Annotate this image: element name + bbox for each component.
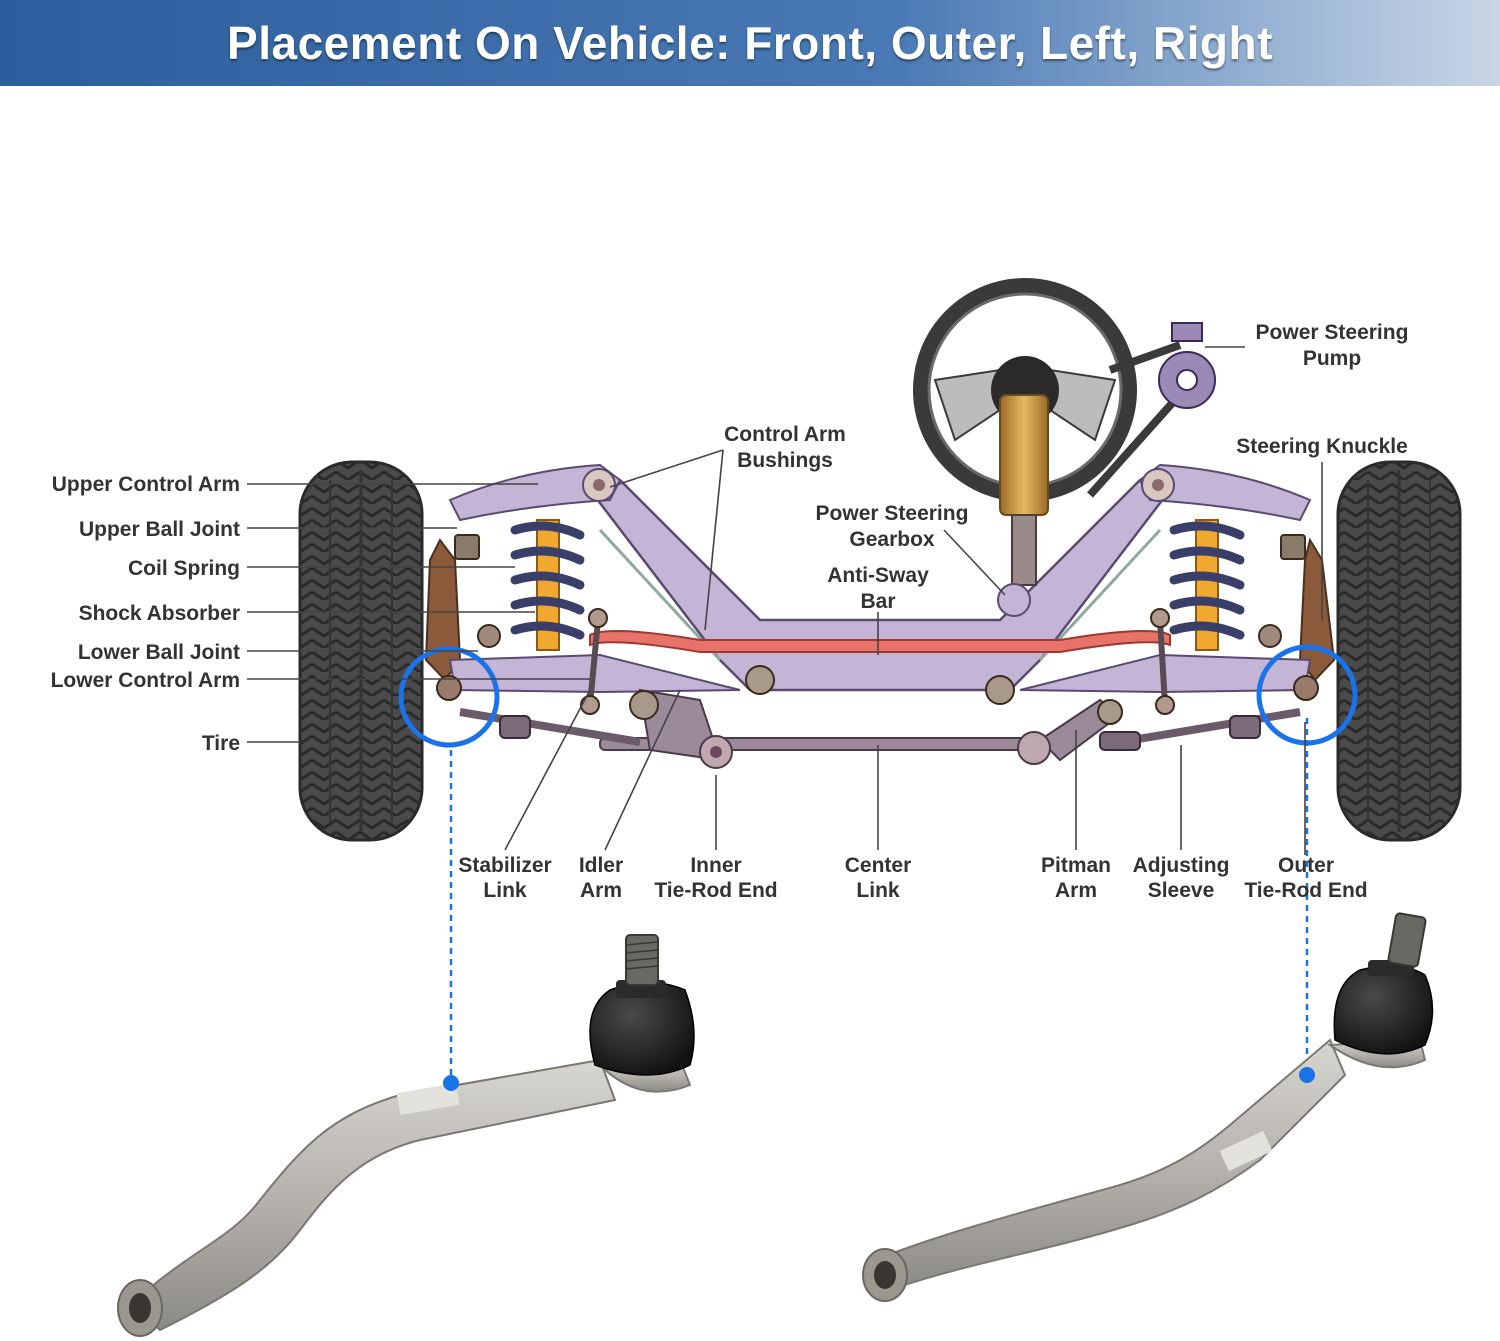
label-tire: Tire [202, 732, 240, 755]
anti-sway-bar [589, 630, 1171, 653]
label-power-steering-pump-2: Pump [1303, 347, 1361, 370]
right-tie-rod [1099, 675, 1319, 751]
label-upper-control-arm: Upper Control Arm [52, 473, 240, 496]
label-adjusting-sleeve-1: Adjusting [1133, 854, 1230, 877]
label-center-link-2: Link [856, 879, 899, 902]
label-outer-tie-rod-1: Outer [1278, 854, 1334, 877]
label-anti-sway-bar-2: Bar [860, 590, 895, 613]
right-coil-spring [1169, 521, 1245, 640]
labels: Upper Control Arm Upper Ball Joint Coil … [51, 321, 1409, 902]
power-steering-pump [1087, 322, 1216, 498]
leader-lines [247, 346, 1323, 855]
inner-tie-rod-end [699, 735, 733, 769]
label-outer-tie-rod-2: Tie-Rod End [1244, 879, 1367, 902]
label-power-steering-gearbox-2: Gearbox [849, 528, 935, 551]
left-outer-tie-rod-end [436, 675, 462, 701]
left-highlight-circle [398, 646, 500, 748]
right-outer-tie-rod-end [1293, 675, 1319, 701]
left-marker-dot [443, 1075, 459, 1091]
right-lower-ball-joint [1258, 624, 1282, 648]
power-steering-gearbox [997, 583, 1031, 617]
left-upper-ball-joint [454, 534, 480, 560]
right-marker-dot [1299, 1067, 1315, 1083]
left-coil-spring [510, 521, 585, 640]
adjusting-sleeve [1099, 731, 1141, 751]
left-tie-rod [436, 675, 641, 746]
right-tie-rod-end-part [862, 912, 1434, 1302]
left-stabilizer-link [580, 608, 608, 715]
pitman-arm [1017, 698, 1123, 765]
label-shock-absorber: Shock Absorber [79, 602, 240, 625]
label-anti-sway-bar-1: Anti-Sway [827, 564, 929, 587]
label-center-link-1: Center [845, 854, 912, 877]
label-pitman-arm-1: Pitman [1041, 854, 1111, 877]
title-banner: Placement On Vehicle: Front, Outer, Left… [0, 0, 1500, 86]
steering-column [997, 394, 1049, 617]
label-idler-arm-1: Idler [579, 854, 623, 877]
right-tire [1336, 460, 1462, 842]
label-upper-ball-joint: Upper Ball Joint [79, 518, 240, 541]
label-coil-spring: Coil Spring [128, 557, 240, 580]
left-tie-rod-end-part [117, 934, 695, 1337]
label-lower-control-arm: Lower Control Arm [51, 669, 240, 692]
label-adjusting-sleeve-2: Sleeve [1148, 879, 1215, 902]
label-control-arm-bushings-2: Bushings [737, 449, 833, 472]
left-lower-ball-joint [477, 624, 501, 648]
label-steering-knuckle: Steering Knuckle [1236, 435, 1408, 458]
label-pitman-arm-2: Arm [1055, 879, 1097, 902]
label-control-arm-bushings-1: Control Arm [724, 423, 846, 446]
banner-background [0, 0, 1500, 86]
label-stabilizer-link-1: Stabilizer [458, 854, 551, 877]
label-idler-arm-2: Arm [580, 879, 622, 902]
label-inner-tie-rod-2: Tie-Rod End [654, 879, 777, 902]
label-lower-ball-joint: Lower Ball Joint [78, 641, 240, 664]
banner-title: Placement On Vehicle: Front, Outer, Left… [227, 17, 1273, 69]
label-stabilizer-link-2: Link [483, 879, 526, 902]
right-upper-ball-joint [1280, 534, 1306, 560]
label-inner-tie-rod-1: Inner [690, 854, 741, 877]
label-power-steering-pump-1: Power Steering [1256, 321, 1409, 344]
right-stabilizer-link [1150, 608, 1175, 715]
label-power-steering-gearbox-1: Power Steering [816, 502, 969, 525]
